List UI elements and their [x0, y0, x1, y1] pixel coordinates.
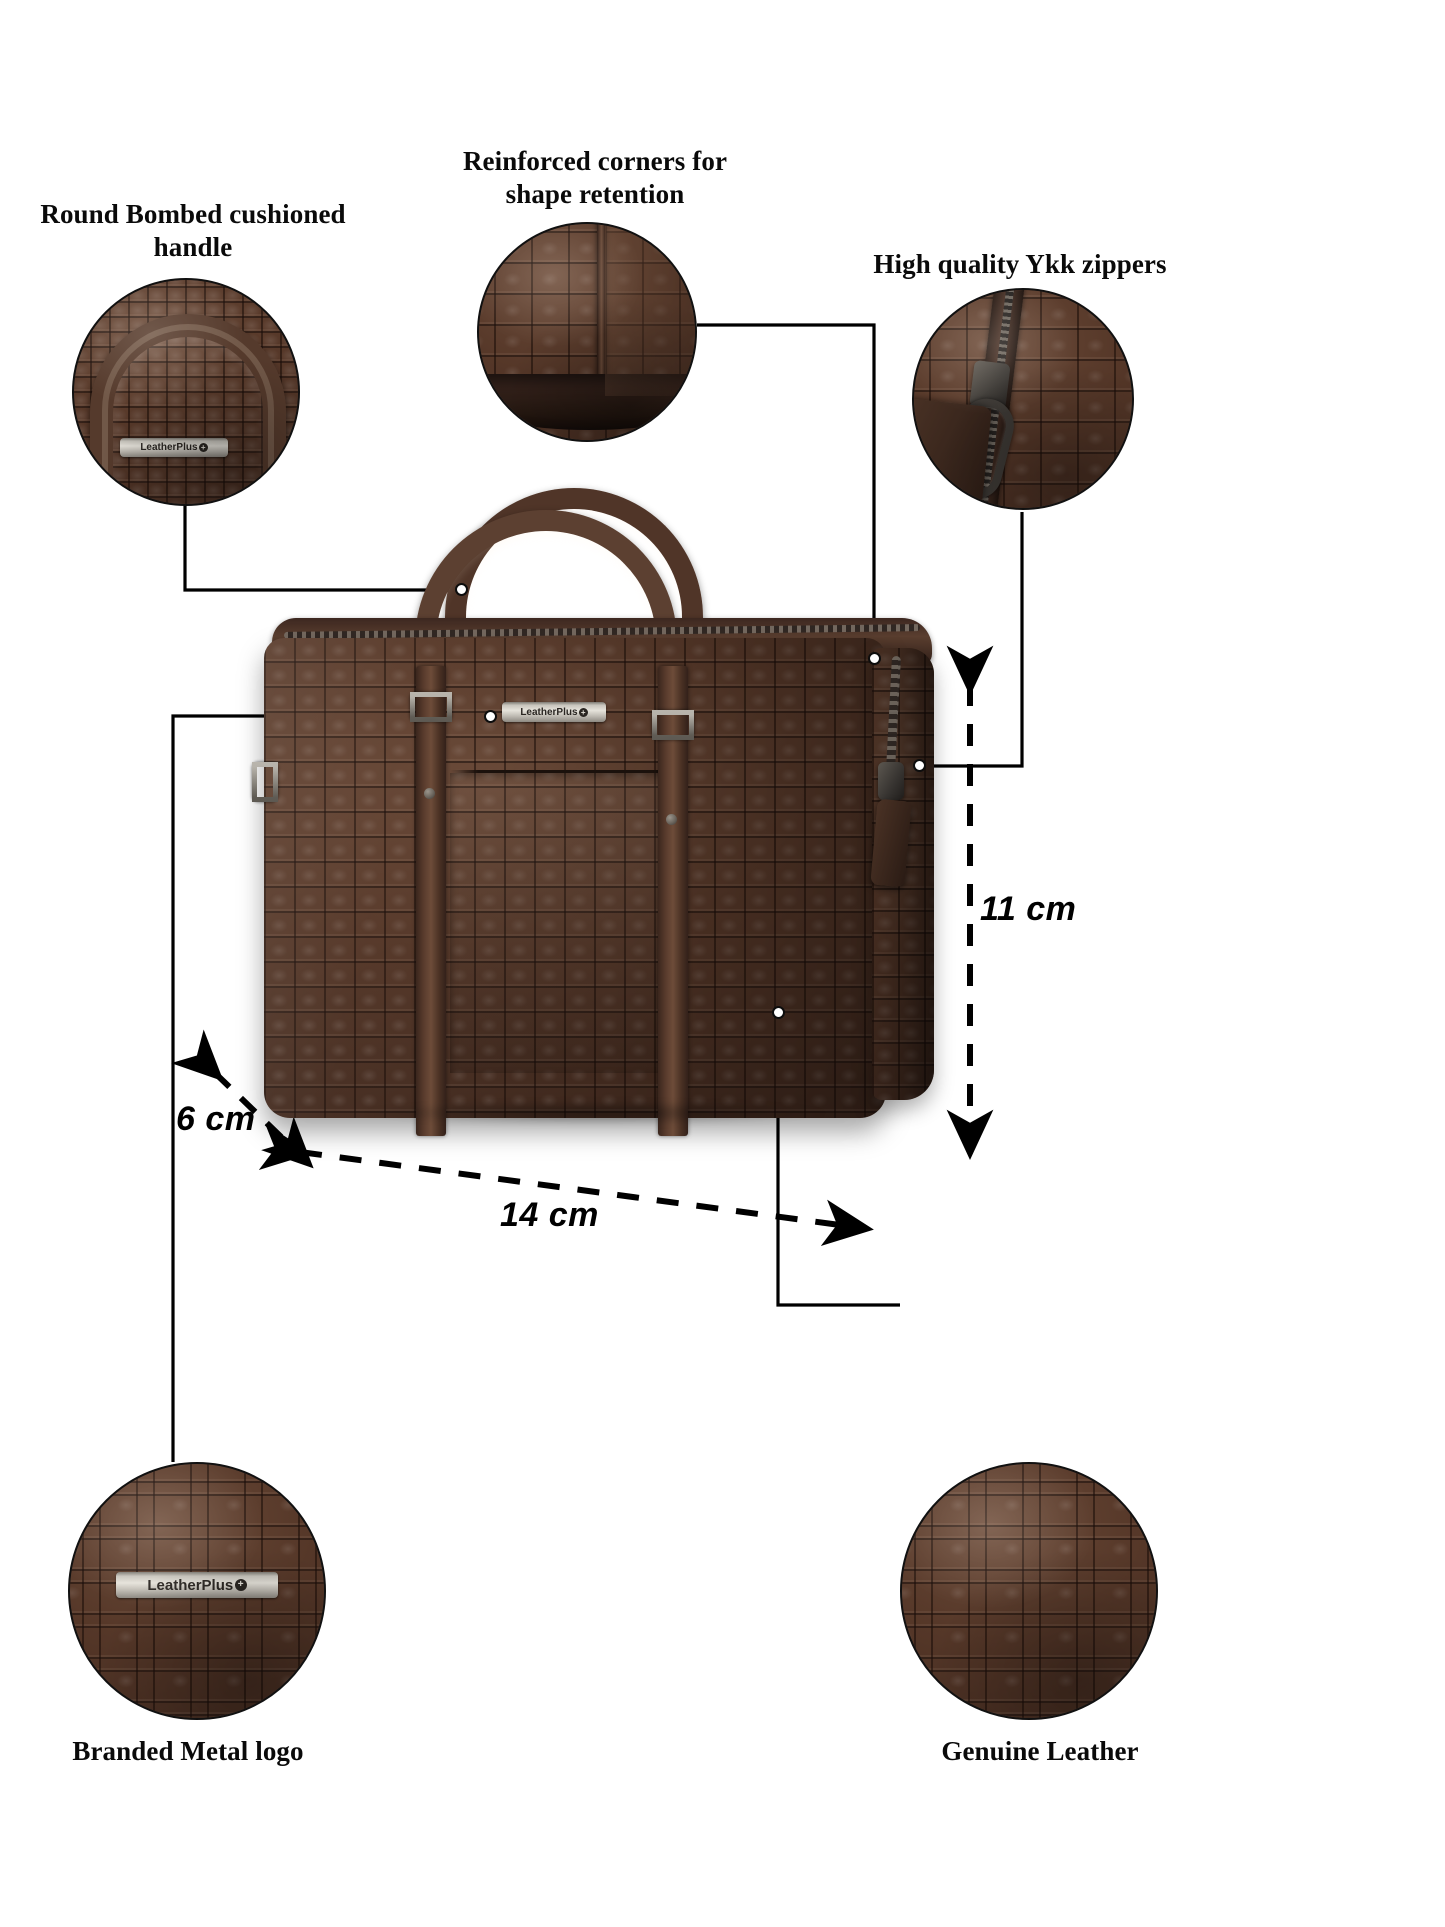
callout-label-genuine-leather: Genuine Leather: [941, 1736, 1139, 1766]
anchor-dot-leather: [772, 1006, 785, 1019]
anchor-dot-logo: [484, 710, 497, 723]
handle-strap-right: [658, 666, 688, 1136]
bag-logo-plate: LeatherPlus +: [502, 702, 606, 722]
callout-label-corners: Reinforced corners for shape retention: [462, 146, 728, 209]
callout-label-branded-logo: Branded Metal logo: [72, 1736, 304, 1766]
callout-label-handle: Round Bombed cushioned handle: [40, 199, 346, 262]
corner-reinforcement-panel: [605, 224, 695, 396]
detail-circle-corners: [477, 222, 697, 442]
anchor-dot-corners: [868, 652, 881, 665]
callout-label-zippers: High quality Ykk zippers: [873, 249, 1167, 279]
handle-logo-emblem: +: [198, 443, 208, 452]
dimension-label-width: 14 cm: [500, 1196, 599, 1234]
bag-ground-shadow: [270, 1096, 920, 1130]
front-pocket-body: [450, 773, 686, 1073]
leather-texture: [70, 1464, 324, 1718]
d-ring-left: [410, 692, 452, 722]
dimension-label-depth: 6 cm: [176, 1100, 256, 1138]
detail-circle-genuine-leather: [900, 1462, 1158, 1720]
rivet-right: [666, 814, 677, 825]
leather-texture: [264, 638, 886, 1118]
bag-logo-text: LeatherPlus: [520, 706, 578, 718]
side-zipper-slider: [878, 762, 904, 800]
detail-logo-text: LeatherPlus: [147, 1576, 234, 1594]
shoulder-strap-ring: [252, 762, 278, 802]
handle-strap-left: [416, 666, 446, 1136]
product-image-briefcase: LeatherPlus +: [250, 470, 970, 1170]
handle-logo-text: LeatherPlus: [140, 442, 198, 453]
detail-logo-plate: LeatherPlus +: [116, 1572, 278, 1598]
bag-logo-emblem: +: [578, 707, 588, 717]
detail-logo-emblem: +: [234, 1579, 247, 1591]
handle-highlight: [102, 324, 274, 492]
anchor-dot-handle: [455, 583, 468, 596]
dimension-label-height: 11 cm: [980, 890, 1077, 928]
rivet-left: [424, 788, 435, 799]
d-ring-right: [652, 710, 694, 740]
leather-texture: [902, 1464, 1156, 1718]
corner-gusset-seam: [597, 224, 606, 398]
detail-circle-branded-logo: LeatherPlus +: [68, 1462, 326, 1720]
front-pocket-seam: [450, 770, 686, 773]
anchor-dot-zipper: [913, 759, 926, 772]
handle-logo-plate: LeatherPlus +: [120, 438, 228, 457]
corner-bottom-edge: [479, 374, 695, 430]
bag-front-panel: [264, 638, 886, 1118]
